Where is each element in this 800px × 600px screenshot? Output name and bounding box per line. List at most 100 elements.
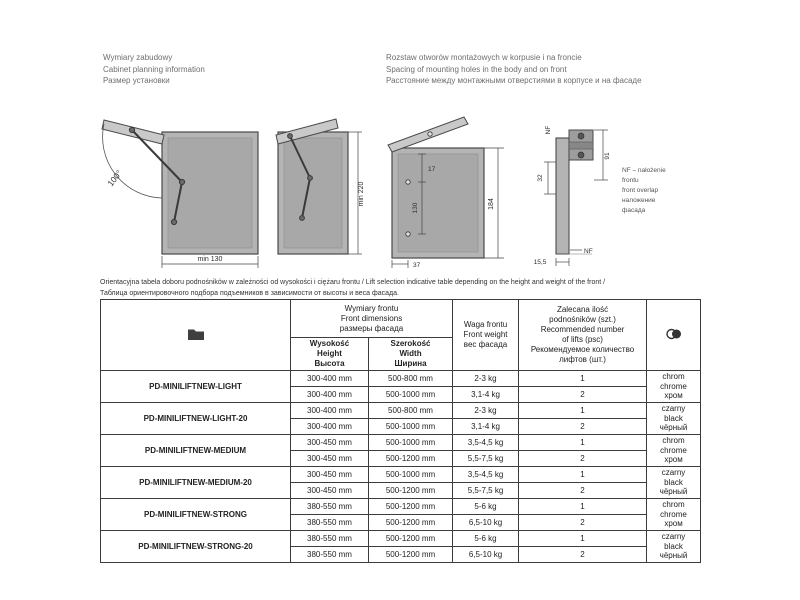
width-value: 500-1200 mm (367, 482, 454, 499)
finish-value: czarny black чёрный (646, 402, 702, 435)
width-value: 500-800 mm (367, 370, 454, 387)
cabinet-body (277, 131, 349, 255)
weight-value: 5-6 kg (452, 498, 520, 515)
lifts-value: 2 (518, 482, 648, 499)
weight-value: 3,5-4,5 kg (452, 434, 520, 451)
height-value: 300-450 mm (290, 482, 369, 499)
legend-line: фасада (622, 207, 646, 215)
front-dimensions-header: Wymiary frontu Front dimensions размеры … (289, 299, 454, 338)
lifts-value: 1 (518, 466, 648, 483)
folder-icon (187, 329, 204, 340)
finish-value: czarny black чёрный (646, 530, 702, 563)
table-row: 300-450 mm 500-1200 mm 5,5-7,5 kg 2 (101, 450, 701, 467)
lifts-value: 1 (518, 498, 648, 515)
lift-arm (128, 126, 186, 226)
nf-bottom-label: NF (584, 248, 593, 255)
width-value: 500-1000 mm (367, 466, 454, 483)
weight-value: 5-6 kg (452, 530, 520, 547)
legend-line: NF – nałożenie (622, 167, 666, 174)
diagram-front-overlap: NF 91 32 15,5 NF (534, 126, 611, 266)
dim-32 (544, 161, 556, 195)
width-value: 500-1000 mm (367, 434, 454, 451)
height-value: 300-450 mm (290, 450, 369, 467)
lifts-value: 2 (518, 450, 648, 467)
lifts-value: 2 (518, 514, 648, 531)
products-column-header (100, 299, 291, 371)
product-name: PD-MINILIFTNEW-LIGHT-20 (100, 402, 291, 435)
width-value: 500-1200 mm (367, 530, 454, 547)
dim-155-label: 15,5 (534, 259, 547, 266)
min-depth-dimension (161, 256, 259, 268)
dim-37-label: 37 (413, 262, 421, 269)
lift-arm (287, 133, 313, 221)
weight-value: 3,1-4 kg (452, 386, 520, 403)
table-subheader-row: Wysokość Height Высота Szerokość Width Ш… (101, 337, 701, 371)
nf-legend: NF – nałożenie frontu front overlap нало… (622, 166, 666, 216)
table-row: 380-550 mm 500-1200 mm 6,5-10 kg 2 (101, 514, 701, 531)
dim-91 (594, 129, 608, 181)
table-row: 300-450 mm 500-1200 mm 5,5-7,5 kg 2 (101, 482, 701, 499)
lifts-value: 1 (518, 434, 648, 451)
table-row: PD-MINILIFTNEW-MEDIUM-20 300-450 mm 500-… (100, 466, 702, 499)
weight-value: 2-3 kg (452, 402, 520, 419)
diagram-opening-angle: 100° min 130 (101, 119, 259, 268)
section-title-hole-spacing: Rozstaw otworów montażowych w korpusie i… (386, 52, 642, 87)
height-value: 300-400 mm (290, 370, 369, 387)
dim-184 (484, 147, 504, 259)
lifts-value: 2 (518, 386, 648, 403)
lifts-value: 1 (518, 402, 648, 419)
weight-value: 2-3 kg (452, 370, 520, 387)
caption-line-2: Таблица ориентировочного подбора подъемн… (100, 289, 399, 297)
title-line-en: Cabinet planning information (103, 64, 205, 74)
recommended-lifts-header: Zalecana ilość podnośników (szt.) Recomm… (518, 299, 648, 371)
height-value: 300-400 mm (290, 402, 369, 419)
height-value: 300-450 mm (290, 466, 369, 483)
table-row: PD-MINILIFTNEW-LIGHT-20 300-400 mm 500-8… (100, 402, 702, 435)
width-value: 500-1200 mm (367, 450, 454, 467)
weight-value: 5,5-7,5 kg (452, 482, 520, 499)
legend-line: front overlap (622, 187, 659, 195)
table-row: PD-MINILIFTNEW-MEDIUM 300-450 mm 500-100… (100, 434, 702, 467)
finish-column-header (646, 299, 702, 371)
dim-37 (391, 260, 409, 268)
width-value: 500-1200 mm (367, 546, 454, 563)
angle-arc (102, 123, 163, 199)
cabinet-body (391, 147, 485, 259)
height-subheader: Wysokość Height Высота (290, 337, 369, 371)
finish-value: chrom chrome хром (646, 498, 702, 531)
height-value: 300-400 mm (290, 386, 369, 403)
height-value: 380-550 mm (290, 514, 369, 531)
angle-label: 100° (105, 168, 124, 188)
legend-line: frontu (622, 177, 639, 185)
height-value: 380-550 mm (290, 546, 369, 563)
product-name: PD-MINILIFTNEW-MEDIUM (100, 434, 291, 467)
lift-selection-table: Wymiary frontu Front dimensions размеры … (100, 299, 702, 563)
table-header-row: Wymiary frontu Front dimensions размеры … (100, 299, 702, 371)
table-row: PD-MINILIFTNEW-STRONG 380-550 mm 500-120… (100, 498, 702, 531)
table-row: 380-550 mm 500-1200 mm 6,5-10 kg 2 (101, 546, 701, 563)
weight-value: 3,1-4 kg (452, 418, 520, 435)
weight-value: 3,5-4,5 kg (452, 466, 520, 483)
flap-mounting-hole (427, 131, 433, 137)
title-line-ru: Расстояние между монтажными отверстиями … (386, 76, 642, 86)
dim-32-label: 32 (537, 174, 544, 182)
table-row: 300-400 mm 500-1000 mm 3,1-4 kg 2 (101, 418, 701, 435)
dim-184-label: 184 (488, 198, 495, 210)
finish-value: chrom chrome хром (646, 370, 702, 403)
min-height-label: min 220 (358, 181, 365, 206)
width-value: 500-1200 mm (367, 498, 454, 515)
height-value: 300-400 mm (290, 418, 369, 435)
section-title-cabinet-planning: Wymiary zabudowy Cabinet planning inform… (103, 52, 205, 87)
dim-130-label: 130 (412, 202, 419, 213)
title-line-pl: Rozstaw otworów montażowych w korpusie i… (386, 53, 582, 62)
lifts-value: 1 (518, 530, 648, 547)
lifts-value: 2 (518, 418, 648, 435)
width-subheader: Szerokość Width Ширина (367, 337, 454, 371)
min-depth-label: min 130 (198, 256, 223, 263)
product-name: PD-MINILIFTNEW-STRONG (100, 498, 291, 531)
diagram-min-height: min 220 (275, 118, 365, 255)
caption-line-1: Orientacyjna tabela doboru podnośników w… (100, 279, 606, 286)
title-line-en: Spacing of mounting holes in the body an… (386, 64, 567, 74)
dim-91-label: 91 (604, 152, 611, 160)
